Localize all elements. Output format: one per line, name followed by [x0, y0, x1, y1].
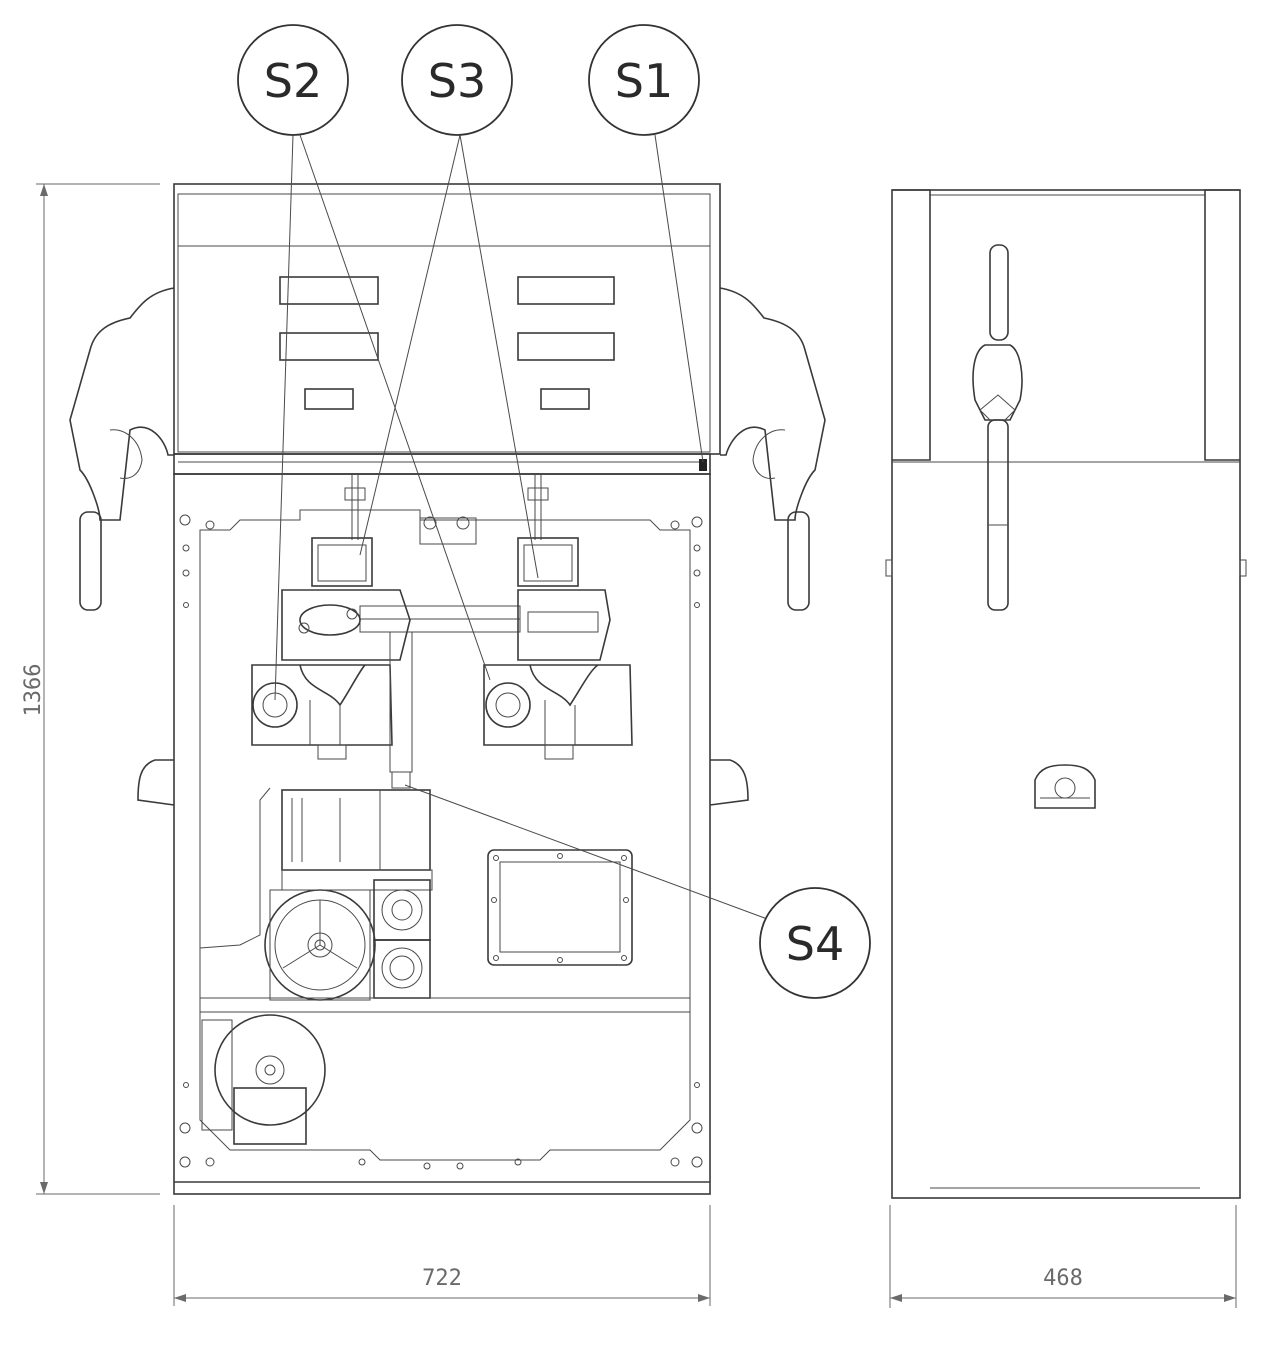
right-nozzle — [709, 287, 826, 806]
front-width-dimension-label: 722 — [422, 1266, 462, 1291]
pump-wheel — [264, 889, 376, 1001]
left-nozzle — [69, 287, 175, 806]
display-window — [540, 388, 590, 410]
sensor-s1-marker — [699, 459, 707, 471]
callout-s3: S3 — [401, 24, 513, 136]
callout-s4: S4 — [759, 887, 871, 999]
motor-unit — [199, 787, 433, 949]
side-cabinet — [891, 189, 1241, 1199]
side-view — [885, 189, 1247, 1199]
display-window — [517, 332, 615, 361]
display-window — [279, 276, 379, 305]
callout-s4-label: S4 — [786, 917, 844, 971]
right-meter-assembly — [483, 537, 633, 760]
dimension-lines — [36, 183, 1237, 1308]
electric-motor — [201, 1014, 326, 1145]
side-handle — [1034, 764, 1096, 809]
inspection-plate — [487, 849, 633, 966]
cabinet-body — [173, 473, 711, 1195]
leader-lines — [274, 134, 771, 921]
display-window — [279, 332, 379, 361]
callout-s1: S1 — [588, 24, 700, 136]
display-head — [173, 183, 721, 455]
side-nozzle — [972, 244, 1023, 611]
side-width-dimension-label: 468 — [1043, 1266, 1083, 1291]
callout-s3-label: S3 — [428, 54, 486, 108]
left-meter-assembly — [251, 537, 411, 760]
callout-s2-label: S2 — [264, 54, 322, 108]
display-window — [517, 276, 615, 305]
height-dimension-label: 1366 — [21, 664, 46, 717]
callout-s1-label: S1 — [615, 54, 673, 108]
pump-fittings — [373, 879, 431, 999]
corner-bolts — [179, 514, 703, 1170]
front-view — [69, 183, 826, 1195]
callout-s2: S2 — [237, 24, 349, 136]
display-window — [304, 388, 354, 410]
